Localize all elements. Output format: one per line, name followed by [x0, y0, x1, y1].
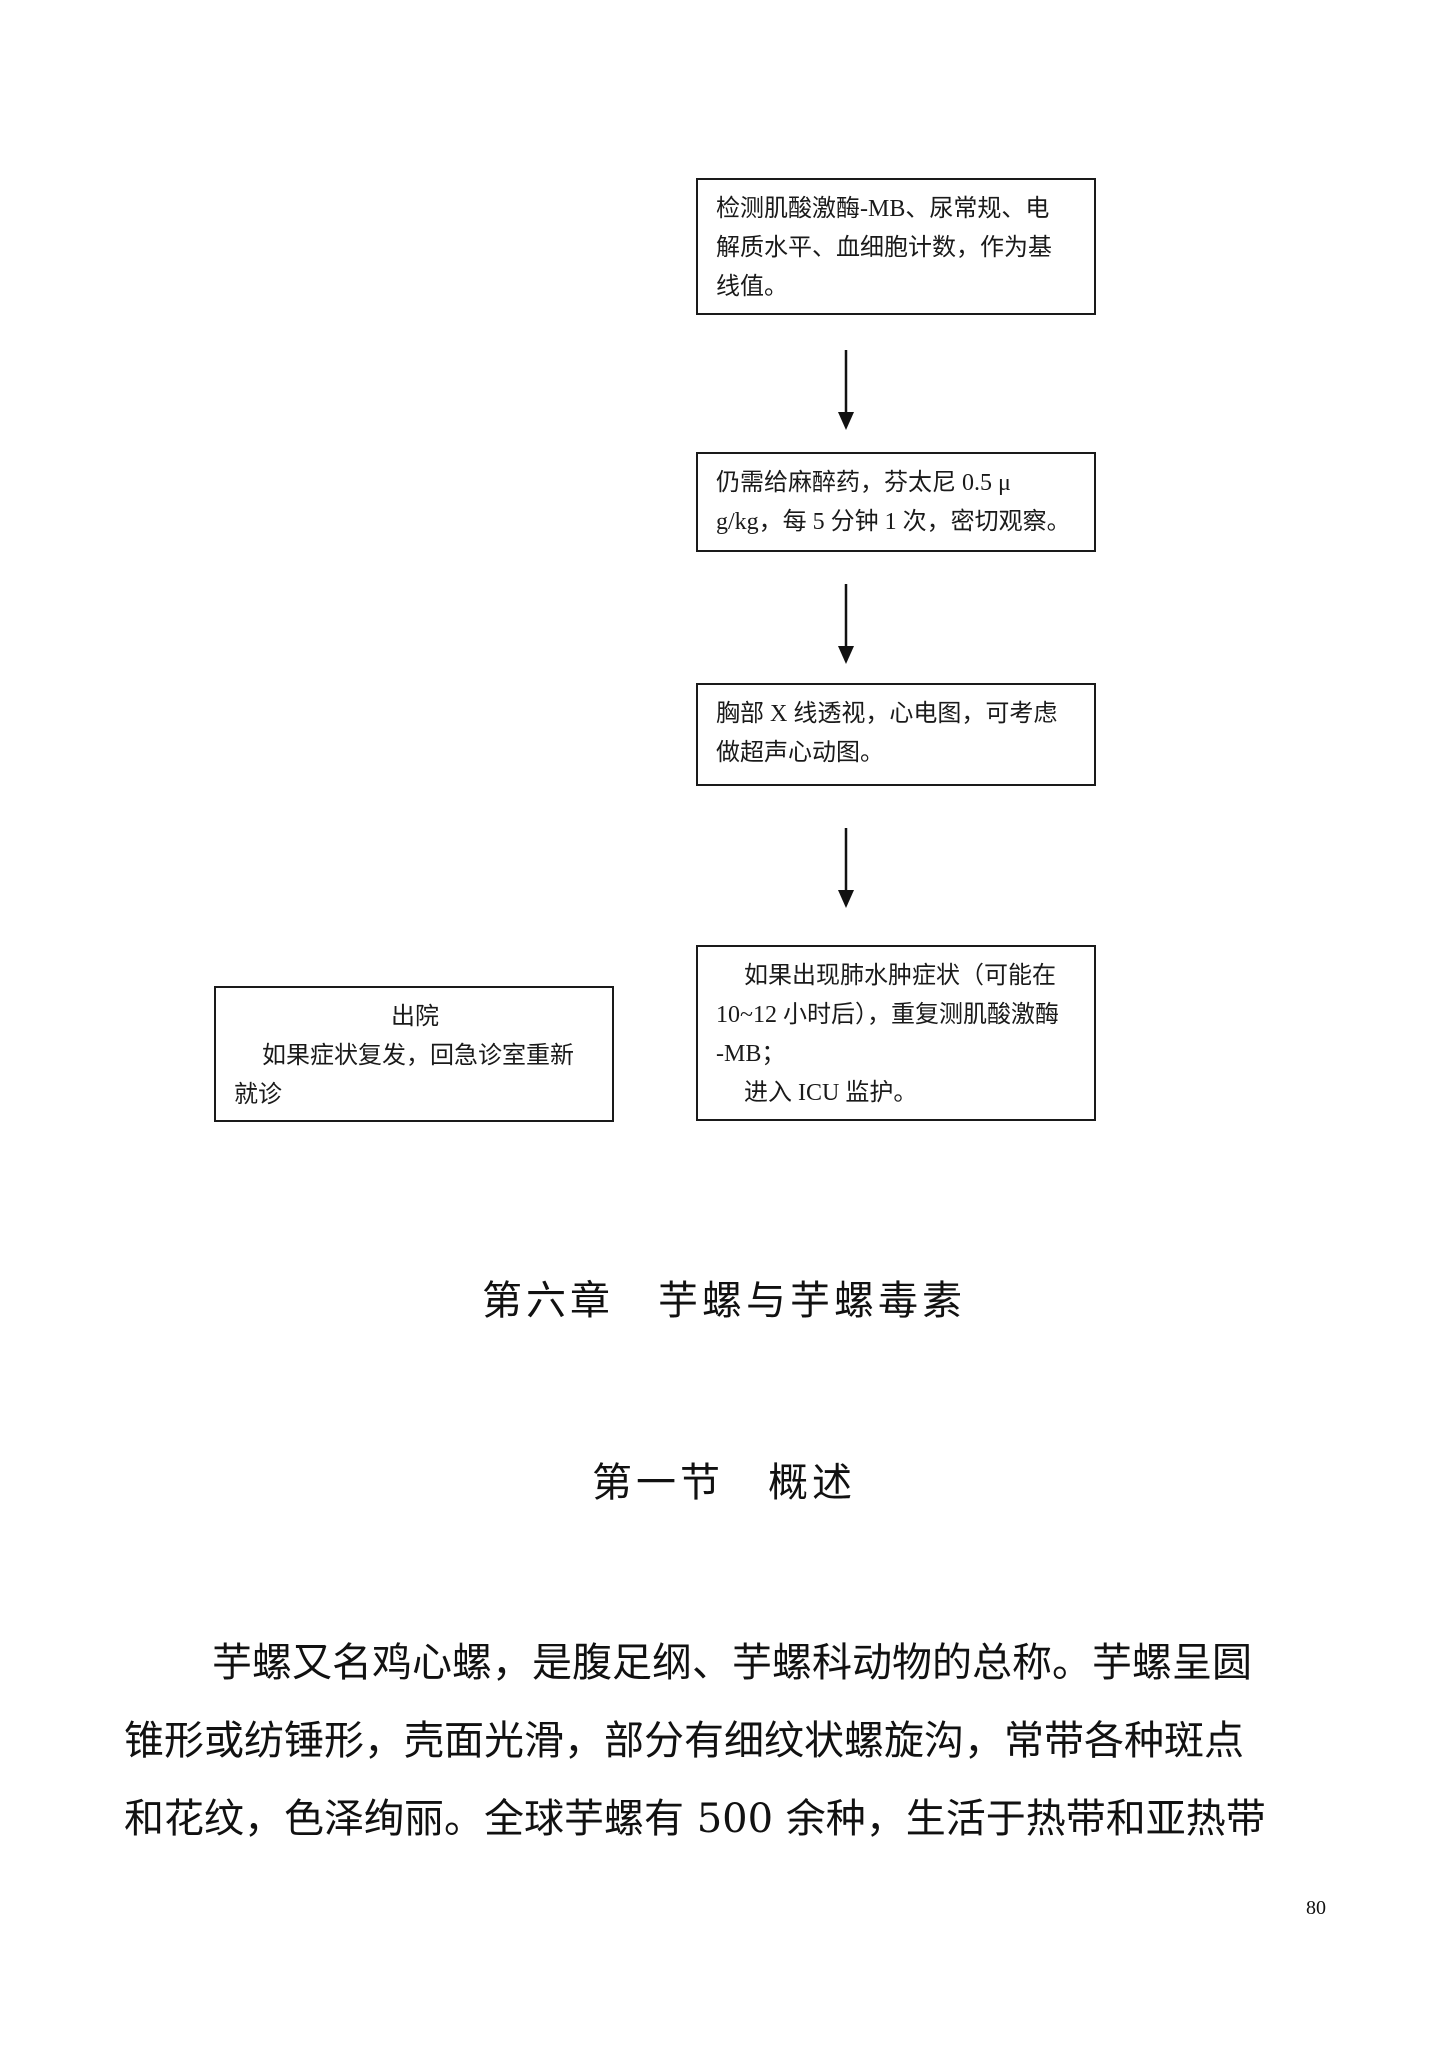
flowchart-text-line: -MB；	[716, 1041, 786, 1067]
flow-arrow-down-icon	[838, 350, 854, 430]
discharge-title: 出院	[391, 1004, 439, 1030]
section-title: 第一节 概述	[592, 1460, 856, 1506]
flowchart-text-line: 进入 ICU 监护。	[744, 1080, 918, 1106]
flowchart-text-line: 线值。	[716, 274, 788, 300]
body-text-line: 芋螺又名鸡心螺，是腹足纲、芋螺科动物的总称。芋螺呈圆	[212, 1640, 1252, 1686]
body-paragraph: 芋螺又名鸡心螺，是腹足纲、芋螺科动物的总称。芋螺呈圆 锥形或纺锤形，壳面光滑，部…	[124, 1624, 1340, 1858]
chapter-title: 第六章 芋螺与芋螺毒素	[482, 1278, 966, 1324]
flow-arrow-down-icon	[838, 584, 854, 664]
body-text-line: 和花纹，色泽绚丽。全球芋螺有 500 余种，生活于热带和亚热带	[124, 1796, 1266, 1842]
flowchart-step-anesthetic: 仍需给麻醉药，芬太尼 0.5 μ g/kg，每 5 分钟 1 次，密切观察。	[696, 452, 1096, 552]
flowchart-step-imaging: 胸部 X 线透视，心电图，可考虑 做超声心动图。	[696, 683, 1096, 786]
flowchart-step-discharge: 出院 如果症状复发，回急诊室重新 就诊	[214, 986, 614, 1122]
flowchart-text-line: 如果出现肺水肿症状（可能在	[744, 963, 1056, 989]
flowchart-text-line: 如果症状复发，回急诊室重新	[262, 1043, 574, 1069]
flowchart-text-line: 做超声心动图。	[716, 740, 884, 766]
flowchart-text-line: g/kg，每 5 分钟 1 次，密切观察。	[716, 509, 1071, 535]
body-text-line: 锥形或纺锤形，壳面光滑，部分有细纹状螺旋沟，常带各种斑点	[124, 1718, 1244, 1764]
flowchart-text-line: 仍需给麻醉药，芬太尼 0.5 μ	[716, 470, 1011, 496]
flowchart-text-line: 检测肌酸激酶-MB、尿常规、电	[716, 196, 1050, 222]
flowchart-text-line: 解质水平、血细胞计数，作为基	[716, 235, 1052, 261]
flowchart-step-baseline-tests: 检测肌酸激酶-MB、尿常规、电 解质水平、血细胞计数，作为基 线值。	[696, 178, 1096, 315]
flow-arrow-down-icon	[838, 828, 854, 908]
flowchart-text-line: 就诊	[234, 1082, 282, 1108]
flowchart-step-pulmonary-edema: 如果出现肺水肿症状（可能在 10~12 小时后），重复测肌酸激酶 -MB； 进入…	[696, 945, 1096, 1121]
flowchart-text-line: 10~12 小时后），重复测肌酸激酶	[716, 1002, 1059, 1028]
flowchart-text-line: 胸部 X 线透视，心电图，可考虑	[716, 701, 1058, 727]
page-number: 80	[1306, 1897, 1326, 1919]
